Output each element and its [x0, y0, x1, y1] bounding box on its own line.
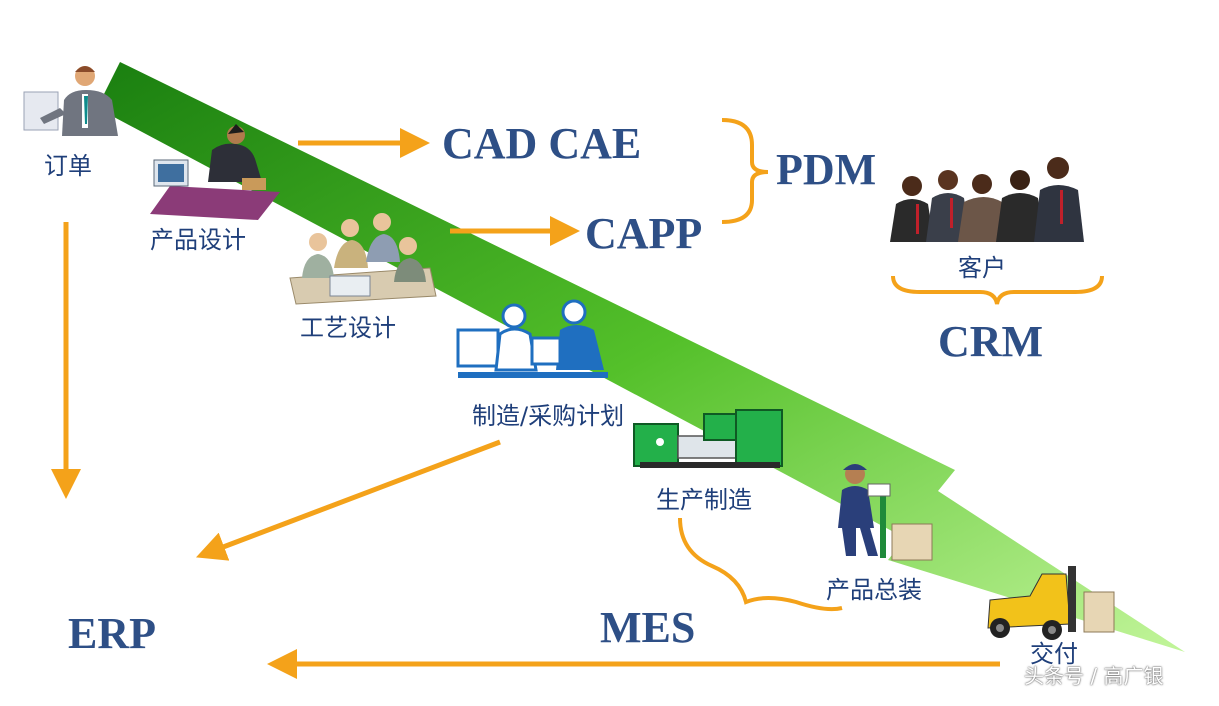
step-process-design-label: 工艺设计	[300, 314, 396, 342]
step-planning-label: 制造/采购计划	[472, 402, 625, 430]
delivery-forklift-icon	[987, 566, 1115, 640]
mes-brace	[678, 517, 843, 612]
crm-brace	[891, 275, 1104, 305]
system-mes-label: MES	[600, 603, 696, 652]
process-design-team-icon	[289, 213, 437, 305]
pdm-brace	[721, 118, 769, 224]
planning-meeting-icon	[456, 299, 608, 378]
watermark: 头条号 / 高广银	[1024, 664, 1164, 688]
product-design-person-icon	[150, 124, 280, 220]
system-erp-label: ERP	[68, 609, 156, 658]
customers-group-icon	[890, 157, 1084, 242]
process-flow-arrow	[97, 62, 1185, 652]
step-order-label: 订单	[44, 152, 92, 180]
step-assembly-label: 产品总装	[826, 576, 922, 604]
system-crm-label: CRM	[938, 317, 1044, 366]
system-pdm-label: PDM	[776, 145, 877, 194]
system-capp-label: CAPP	[585, 209, 703, 258]
customer-label: 客户	[958, 254, 1006, 282]
system-cad-cae-label: CAD CAE	[442, 119, 642, 168]
arrow-planning-to-erp	[195, 439, 501, 561]
step-delivery-label: 交付	[1030, 640, 1078, 668]
assembly-worker-icon	[838, 464, 933, 561]
order-person-icon	[23, 66, 118, 136]
step-product-design-label: 产品设计	[150, 226, 246, 254]
production-machine-icon	[633, 409, 783, 468]
step-production-label: 生产制造	[656, 486, 752, 514]
